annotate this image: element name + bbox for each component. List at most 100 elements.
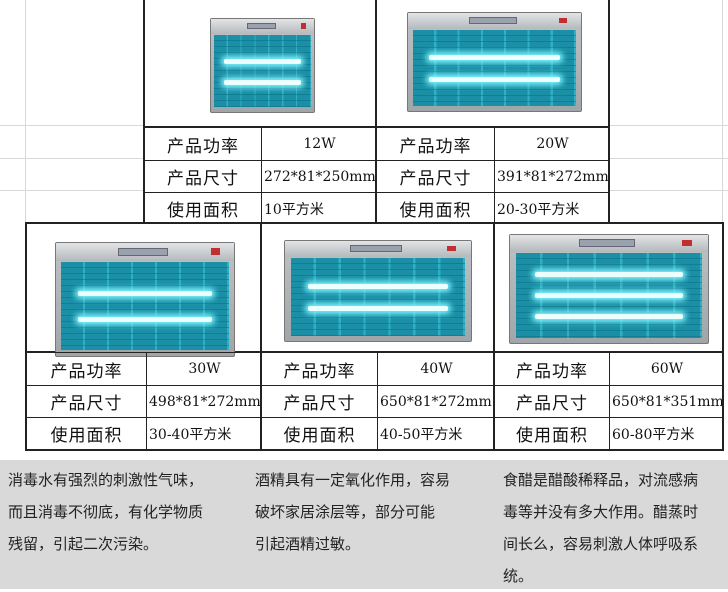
note-disinfectant: 消毒水有强烈的刺激性气味， 而且消毒不彻底，有化学物质 残留，引起二次污染。 (8, 464, 203, 560)
spec-value-area: 10平方米 (264, 201, 324, 218)
indicator-light (682, 240, 693, 247)
spec-row-power: 产品功率 60W (495, 352, 722, 385)
note-line: 而且消毒不彻底，有化学物质 (8, 503, 204, 521)
spec-label: 使用面积 (495, 418, 610, 449)
uv-tube (534, 271, 684, 277)
note-line: 破坏家居涂层等，部分可能 (255, 503, 436, 521)
spec-label: 产品功率 (377, 128, 495, 160)
spec-value-power: 20W (536, 136, 569, 152)
spec-row-size: 产品尺寸 650*81*272mm (262, 385, 493, 417)
spec-label: 产品尺寸 (145, 161, 262, 192)
product-card: 产品功率 30W 产品尺寸 498*81*272mm 使用面积 30-40平方米 (25, 222, 262, 451)
brand-plate (468, 16, 517, 24)
note-line: 食醋是醋酸稀释品，对流感病 (503, 471, 699, 489)
spec-row-power: 产品功率 40W (262, 352, 493, 385)
uv-tube (534, 292, 684, 298)
uv-lamp-image (210, 18, 315, 113)
indicator-light (558, 17, 568, 24)
spec-label: 产品尺寸 (262, 386, 378, 417)
gridline (0, 190, 143, 191)
lamp-grille (290, 258, 466, 336)
spec-row-size: 产品尺寸 272*81*250mm (145, 160, 375, 192)
spec-label: 产品尺寸 (27, 386, 147, 417)
spec-value-area: 30-40平方米 (149, 426, 232, 443)
spec-label: 产品功率 (27, 353, 147, 385)
note-line: 消毒水有强烈的刺激性气味， (8, 471, 204, 489)
spec-row-power: 产品功率 30W (27, 352, 260, 385)
gridline (25, 0, 26, 222)
spec-row-area: 使用面积 10平方米 (145, 192, 375, 224)
uv-tube (429, 77, 560, 83)
indicator-light (300, 23, 306, 29)
spec-label: 产品尺寸 (377, 161, 495, 192)
uv-tube (534, 314, 684, 320)
comparison-notes: 消毒水有强烈的刺激性气味， 而且消毒不彻底，有化学物质 残留，引起二次污染。 酒… (0, 460, 728, 589)
spec-value-area: 40-50平方米 (380, 426, 463, 443)
spec-value-power: 40W (420, 361, 453, 377)
spec-label: 产品功率 (145, 128, 262, 160)
spec-row-power: 产品功率 12W (145, 127, 375, 160)
spec-row-size: 产品尺寸 498*81*272mm (27, 385, 260, 417)
uv-lamp-image (284, 240, 472, 342)
uv-tube (78, 316, 212, 322)
uv-tube (429, 54, 560, 60)
note-line: 统。 (503, 567, 534, 585)
lamp-grille (515, 253, 703, 338)
product-image (27, 224, 260, 357)
uv-tube (308, 283, 448, 289)
gridline (0, 125, 143, 126)
product-card: 产品功率 60W 产品尺寸 650*81*351mm 使用面积 60-80平方米 (493, 222, 724, 451)
spec-row-area: 使用面积 20-30平方米 (377, 192, 608, 224)
indicator-light (210, 248, 220, 255)
spec-row-area: 使用面积 60-80平方米 (495, 417, 722, 449)
uv-tube (223, 79, 302, 85)
spec-label: 产品功率 (262, 353, 378, 385)
spec-label: 产品尺寸 (495, 386, 610, 417)
brand-plate (350, 245, 403, 253)
spec-value-size: 650*81*272mm (380, 393, 492, 410)
lamp-header (211, 19, 314, 34)
spec-row-area: 使用面积 30-40平方米 (27, 417, 260, 449)
spec-value-power: 12W (303, 136, 336, 152)
uv-lamp-image (55, 242, 235, 357)
lamp-header (408, 13, 581, 29)
lamp-header (56, 243, 234, 262)
note-line: 毒等并没有多大作用。醋蒸时 (503, 503, 699, 521)
product-image (377, 0, 608, 127)
spec-label: 使用面积 (27, 418, 147, 449)
gridline (608, 190, 728, 191)
spec-label: 使用面积 (262, 418, 378, 449)
spec-row-size: 产品尺寸 650*81*351mm (495, 385, 722, 417)
spec-value-size: 391*81*272mm (497, 168, 608, 185)
lamp-grille (413, 29, 576, 107)
lamp-header (510, 235, 708, 253)
spec-value-area: 20-30平方米 (497, 201, 580, 218)
note-line: 残留，引起二次污染。 (8, 535, 159, 553)
note-line: 引起酒精过敏。 (255, 535, 361, 553)
brand-plate (579, 239, 635, 248)
spec-value-size: 498*81*272mm (149, 393, 260, 410)
spec-value-size: 650*81*351mm (612, 393, 722, 410)
lamp-grille (61, 262, 229, 351)
note-line: 间长么，容易刺激人体呼吸系 (503, 535, 699, 553)
lamp-header (285, 241, 471, 257)
spec-value-size: 272*81*250mm (264, 168, 375, 185)
product-image (262, 224, 493, 352)
gridline (0, 158, 143, 159)
product-card: 产品功率 20W 产品尺寸 391*81*272mm 使用面积 20-30平方米 (375, 0, 610, 226)
gridline (608, 158, 728, 159)
spec-label: 产品功率 (495, 353, 610, 385)
gridline (608, 125, 728, 126)
spec-row-power: 产品功率 20W (377, 127, 608, 160)
uv-lamp-image (509, 234, 709, 344)
uv-tube (78, 291, 212, 297)
spec-label: 使用面积 (145, 193, 262, 224)
note-alcohol: 酒精具有一定氧化作用，容易 破坏家居涂层等，部分可能 引起酒精过敏。 (255, 464, 450, 560)
gridline (722, 0, 723, 222)
spec-label: 使用面积 (377, 193, 495, 224)
product-card: 产品功率 12W 产品尺寸 272*81*250mm 使用面积 10平方米 (143, 0, 377, 226)
indicator-light (446, 245, 457, 252)
spec-row-area: 使用面积 40-50平方米 (262, 417, 493, 449)
product-image (495, 224, 722, 352)
lamp-grille (214, 34, 311, 108)
